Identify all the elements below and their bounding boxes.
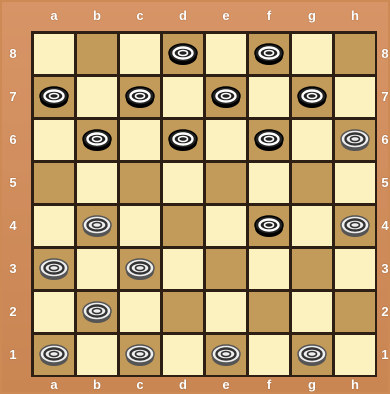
square-d1[interactable] bbox=[163, 335, 203, 375]
square-b7[interactable] bbox=[77, 77, 117, 117]
square-d5[interactable] bbox=[163, 163, 203, 203]
square-d2[interactable] bbox=[163, 292, 203, 332]
square-b5[interactable] bbox=[77, 163, 117, 203]
square-g8[interactable] bbox=[292, 34, 332, 74]
checkers-board bbox=[31, 31, 377, 377]
rank-label-2-right: 2 bbox=[378, 304, 390, 320]
square-c4[interactable] bbox=[120, 206, 160, 246]
file-label-c-bottom: c bbox=[118, 377, 162, 393]
square-a5[interactable] bbox=[34, 163, 74, 203]
white-checker-piece-c1[interactable] bbox=[124, 343, 156, 367]
black-checker-piece-g7[interactable] bbox=[296, 85, 328, 109]
file-label-g-top: g bbox=[290, 8, 334, 24]
square-e4[interactable] bbox=[206, 206, 246, 246]
black-checker-piece-c7[interactable] bbox=[124, 85, 156, 109]
rank-label-1-right: 1 bbox=[378, 347, 390, 363]
square-c6[interactable] bbox=[120, 120, 160, 160]
rank-label-6-right: 6 bbox=[378, 132, 390, 148]
square-c8[interactable] bbox=[120, 34, 160, 74]
rank-label-7-left: 7 bbox=[6, 89, 20, 105]
white-checker-piece-h4[interactable] bbox=[339, 214, 371, 238]
black-checker-piece-d8[interactable] bbox=[167, 42, 199, 66]
square-h1[interactable] bbox=[335, 335, 375, 375]
rank-label-8-left: 8 bbox=[6, 46, 20, 62]
black-checker-piece-d6[interactable] bbox=[167, 128, 199, 152]
square-g3[interactable] bbox=[292, 249, 332, 289]
file-label-d-bottom: d bbox=[161, 377, 205, 393]
square-g2[interactable] bbox=[292, 292, 332, 332]
file-label-h-bottom: h bbox=[333, 377, 377, 393]
square-d4[interactable] bbox=[163, 206, 203, 246]
square-e8[interactable] bbox=[206, 34, 246, 74]
rank-label-2-left: 2 bbox=[6, 304, 20, 320]
square-g4[interactable] bbox=[292, 206, 332, 246]
rank-label-5-right: 5 bbox=[378, 175, 390, 191]
rank-label-8-right: 8 bbox=[378, 46, 390, 62]
square-g5[interactable] bbox=[292, 163, 332, 203]
rank-label-6-left: 6 bbox=[6, 132, 20, 148]
file-label-d-top: d bbox=[161, 8, 205, 24]
square-c5[interactable] bbox=[120, 163, 160, 203]
file-label-a-top: a bbox=[32, 8, 76, 24]
white-checker-piece-g1[interactable] bbox=[296, 343, 328, 367]
square-h8[interactable] bbox=[335, 34, 375, 74]
square-e2[interactable] bbox=[206, 292, 246, 332]
black-checker-piece-a7[interactable] bbox=[38, 85, 70, 109]
white-checker-piece-b4[interactable] bbox=[81, 214, 113, 238]
black-checker-piece-b6[interactable] bbox=[81, 128, 113, 152]
file-label-f-top: f bbox=[247, 8, 291, 24]
square-h3[interactable] bbox=[335, 249, 375, 289]
rank-label-4-right: 4 bbox=[378, 218, 390, 234]
white-checker-piece-e1[interactable] bbox=[210, 343, 242, 367]
file-label-e-top: e bbox=[204, 8, 248, 24]
square-f5[interactable] bbox=[249, 163, 289, 203]
rank-label-4-left: 4 bbox=[6, 218, 20, 234]
file-label-e-bottom: e bbox=[204, 377, 248, 393]
file-label-b-bottom: b bbox=[75, 377, 119, 393]
file-label-f-bottom: f bbox=[247, 377, 291, 393]
white-checker-piece-h6[interactable] bbox=[339, 128, 371, 152]
file-label-h-top: h bbox=[333, 8, 377, 24]
rank-label-1-left: 1 bbox=[6, 347, 20, 363]
rank-label-7-right: 7 bbox=[378, 89, 390, 105]
square-f2[interactable] bbox=[249, 292, 289, 332]
square-d7[interactable] bbox=[163, 77, 203, 117]
file-label-c-top: c bbox=[118, 8, 162, 24]
black-checker-piece-f8[interactable] bbox=[253, 42, 285, 66]
square-a8[interactable] bbox=[34, 34, 74, 74]
file-label-a-bottom: a bbox=[32, 377, 76, 393]
square-b8[interactable] bbox=[77, 34, 117, 74]
white-checker-piece-b2[interactable] bbox=[81, 300, 113, 324]
square-f1[interactable] bbox=[249, 335, 289, 375]
square-h5[interactable] bbox=[335, 163, 375, 203]
square-g6[interactable] bbox=[292, 120, 332, 160]
square-f7[interactable] bbox=[249, 77, 289, 117]
square-e6[interactable] bbox=[206, 120, 246, 160]
rank-label-3-right: 3 bbox=[378, 261, 390, 277]
white-checker-piece-a3[interactable] bbox=[38, 257, 70, 281]
black-checker-piece-f6[interactable] bbox=[253, 128, 285, 152]
black-checker-piece-f4[interactable] bbox=[253, 214, 285, 238]
square-f3[interactable] bbox=[249, 249, 289, 289]
file-label-g-bottom: g bbox=[290, 377, 334, 393]
square-a6[interactable] bbox=[34, 120, 74, 160]
square-c2[interactable] bbox=[120, 292, 160, 332]
white-checker-piece-c3[interactable] bbox=[124, 257, 156, 281]
square-e3[interactable] bbox=[206, 249, 246, 289]
square-a2[interactable] bbox=[34, 292, 74, 332]
white-checker-piece-a1[interactable] bbox=[38, 343, 70, 367]
square-b1[interactable] bbox=[77, 335, 117, 375]
square-d3[interactable] bbox=[163, 249, 203, 289]
square-e5[interactable] bbox=[206, 163, 246, 203]
square-b3[interactable] bbox=[77, 249, 117, 289]
rank-label-5-left: 5 bbox=[6, 175, 20, 191]
black-checker-piece-e7[interactable] bbox=[210, 85, 242, 109]
square-h7[interactable] bbox=[335, 77, 375, 117]
file-label-b-top: b bbox=[75, 8, 119, 24]
rank-label-3-left: 3 bbox=[6, 261, 20, 277]
square-h2[interactable] bbox=[335, 292, 375, 332]
square-a4[interactable] bbox=[34, 206, 74, 246]
